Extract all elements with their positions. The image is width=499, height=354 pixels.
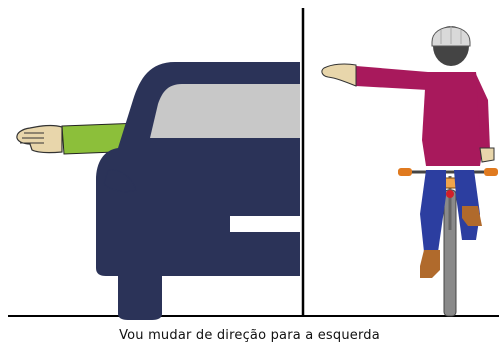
cyclist-hand-icon — [321, 63, 357, 87]
caption-text: Vou mudar de direção para a esquerda — [119, 328, 380, 343]
cyclist-legs — [420, 170, 482, 278]
cyclist-shirt — [422, 72, 484, 166]
helmet-icon — [431, 26, 471, 66]
car-front-icon — [96, 62, 300, 320]
driver-hand-icon — [16, 124, 63, 154]
cyclist-icon — [321, 26, 498, 317]
cyclist-right-arm — [476, 74, 490, 150]
cyclist-arm-signal — [321, 63, 428, 90]
bicycle — [398, 168, 498, 317]
